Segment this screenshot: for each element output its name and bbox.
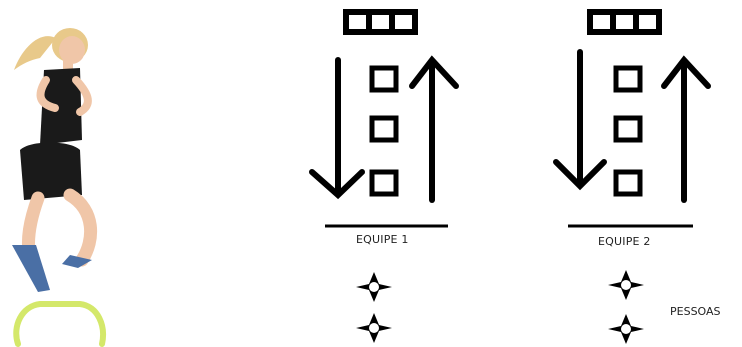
- team-2-down-arrow: [556, 52, 604, 186]
- team-1-person-icon: [356, 313, 392, 343]
- athlete-photo: [0, 0, 120, 347]
- team-2-column-cones: [616, 68, 640, 194]
- team-1-column-cones: [372, 68, 396, 194]
- team-2-person-icon: [608, 314, 644, 344]
- team-1-label: EQUIPE 1: [356, 233, 409, 246]
- team-1-down-arrow: [312, 60, 362, 195]
- team-2-up-arrow: [664, 60, 708, 200]
- team-1-person-icon: [356, 272, 392, 302]
- team-2-label: EQUIPE 2: [598, 235, 651, 248]
- people-label: PESSOAS: [670, 305, 721, 318]
- team-2-top-cones: [590, 12, 659, 32]
- team-1-station: [300, 0, 470, 347]
- team-2-station: [548, 0, 718, 347]
- team-1-top-cones: [346, 12, 415, 32]
- team-2-person-icon: [608, 270, 644, 300]
- mini-hurdle-icon: [10, 296, 110, 347]
- team-1-up-arrow: [412, 60, 456, 200]
